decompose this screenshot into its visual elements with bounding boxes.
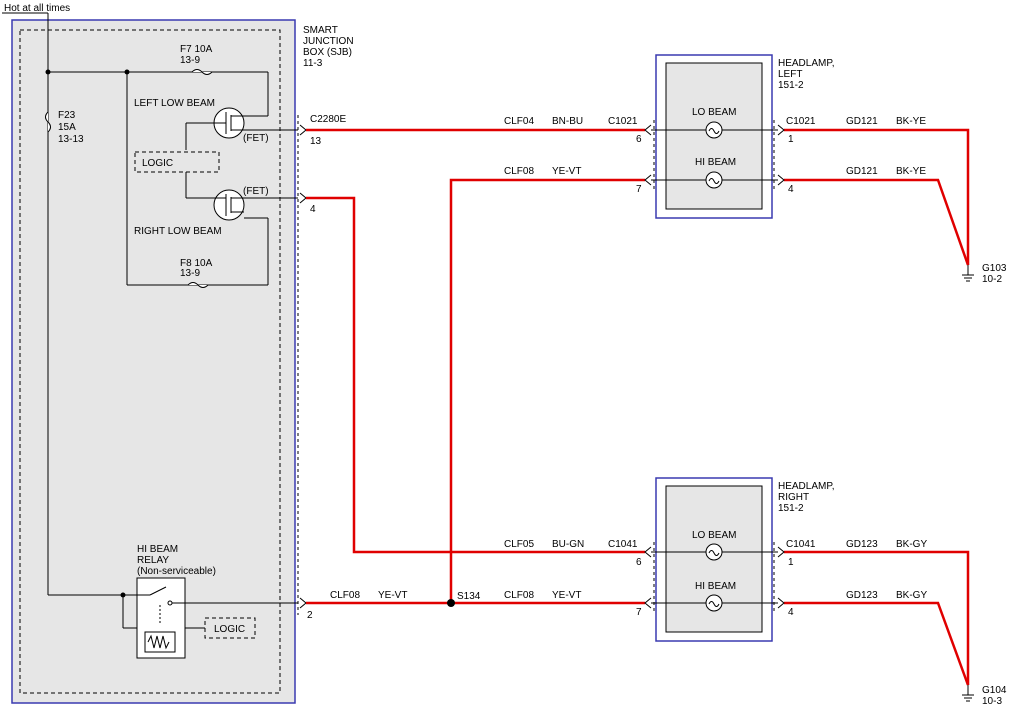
pin-6-left: 6 (636, 134, 642, 145)
ground-g104-icon (962, 685, 974, 702)
gd121-hi-label: GD121 (846, 166, 878, 177)
fet-right-label: (FET) (243, 186, 269, 197)
relay-switch-arm (149, 586, 167, 596)
f7-loc: 13-9 (180, 55, 200, 66)
bk-ye-lo-label: BK-YE (896, 116, 926, 127)
g104-label: G104 (982, 685, 1007, 696)
wires (306, 128, 970, 686)
relay-label-1: HI BEAM (137, 544, 178, 555)
logic-box-relay (204, 617, 256, 639)
headlamp-right-label-3: 151-2 (778, 503, 804, 514)
bk-gy-hi-label: BK-GY (896, 590, 927, 601)
hot-label: Hot at all times (4, 3, 70, 14)
pin-6-right: 6 (636, 557, 642, 568)
bk-ye-hi-label: BK-YE (896, 166, 926, 177)
clf04-label: CLF04 (504, 116, 534, 127)
sjb-label-4: 11-3 (303, 58, 323, 69)
headlamp-left-label-2: LEFT (778, 69, 802, 80)
logic-box-sjb (134, 151, 220, 173)
sjb-label-3: BOX (SJB) (303, 47, 352, 58)
c2280e-label: C2280E (310, 114, 346, 125)
pin-4-right: 4 (788, 607, 794, 618)
f8-fuse-icon (187, 282, 209, 288)
wire-clf08-left (449, 178, 645, 603)
f8-loc: 13-9 (180, 268, 200, 279)
relay-label-3: (Non-serviceable) (137, 566, 216, 577)
sjb-label-1: SMART (303, 25, 338, 36)
sjb-label-2: JUNCTION (303, 36, 354, 47)
g103-label: G103 (982, 263, 1007, 274)
pin-4: 4 (310, 204, 316, 215)
ground-g103-icon (962, 265, 974, 282)
ye-vt-sjb-label: YE-VT (378, 590, 407, 601)
c1021-right-label: C1021 (786, 116, 816, 127)
f8-label: F8 10A (180, 258, 213, 269)
wire-gd121-hi (784, 178, 970, 266)
ye-vt-top-label: YE-VT (552, 166, 581, 177)
logic-relay-label: LOGIC (214, 624, 245, 635)
ye-vt-bottom-label: YE-VT (552, 590, 581, 601)
s134-label: S134 (457, 591, 481, 602)
f7-fuse-icon (191, 69, 213, 75)
headlamp-left-label-3: 151-2 (778, 80, 804, 91)
wire-gd123-hi (784, 601, 970, 686)
wire-gd123-lo (784, 550, 970, 685)
gd123-hi-label: GD123 (846, 590, 878, 601)
sjb-inner-dashed (19, 29, 281, 694)
f23-label: F23 (58, 110, 76, 121)
headlamp-left-label-1: HEADLAMP, (778, 58, 835, 69)
headlamp-right-label-2: RIGHT (778, 492, 809, 503)
hi-beam-right-label: HI BEAM (695, 581, 736, 592)
headlamp-right-label-1: HEADLAMP, (778, 481, 835, 492)
logic-sjb-label: LOGIC (142, 158, 173, 169)
f23-amp: 15A (58, 122, 76, 133)
pin-7-left: 7 (636, 184, 642, 195)
bk-gy-lo-label: BK-GY (896, 539, 927, 550)
g103-loc: 10-2 (982, 274, 1002, 285)
c1021-left-label: C1021 (608, 116, 638, 127)
fet-right-icon (213, 189, 245, 221)
relay-coil-icon (144, 631, 176, 653)
s134-splice (447, 599, 455, 607)
c1041-left-label: C1041 (608, 539, 638, 550)
c1041-right-label: C1041 (786, 539, 816, 550)
hi-beam-left-label: HI BEAM (695, 157, 736, 168)
lo-beam-right-label: LO BEAM (692, 530, 736, 541)
f23-loc: 13-13 (58, 134, 84, 145)
f7-label: F7 10A (180, 44, 213, 55)
pin-1-right: 1 (788, 557, 794, 568)
pin-2: 2 (307, 610, 313, 621)
gd121-lo-label: GD121 (846, 116, 878, 127)
relay-label-2: RELAY (137, 555, 169, 566)
pin-1-left: 1 (788, 134, 794, 145)
pin-13: 13 (310, 136, 322, 147)
lo-beam-left-label: LO BEAM (692, 107, 736, 118)
f23-fuse-icon (45, 111, 51, 133)
wire-clf05 (306, 196, 645, 554)
clf08-bottom-label: CLF08 (504, 590, 534, 601)
pin-7-right: 7 (636, 607, 642, 618)
g104-loc: 10-3 (982, 696, 1002, 707)
bu-gn-label: BU-GN (552, 539, 584, 550)
bn-bu-label: BN-BU (552, 116, 583, 127)
wire-gd121-lo (784, 128, 970, 265)
clf05-label: CLF05 (504, 539, 534, 550)
clf08-sjb-label: CLF08 (330, 590, 360, 601)
fet-left-label: (FET) (243, 133, 269, 144)
gd123-lo-label: GD123 (846, 539, 878, 550)
right-low-beam-label: RIGHT LOW BEAM (134, 226, 222, 237)
left-low-beam-label: LEFT LOW BEAM (134, 98, 215, 109)
pin-4-left: 4 (788, 184, 794, 195)
clf08-top-label: CLF08 (504, 166, 534, 177)
